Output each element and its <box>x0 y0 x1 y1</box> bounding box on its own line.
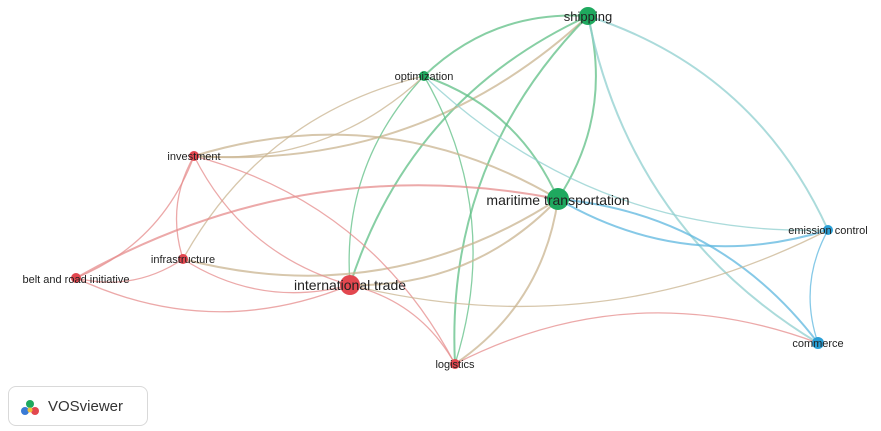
link-maritime-investment <box>193 133 559 200</box>
node-infrastructure[interactable] <box>178 254 188 264</box>
link-shipping-commerce <box>587 15 819 344</box>
link-shipping-emission <box>587 15 829 231</box>
node-label-maritime[interactable]: maritime transportation <box>486 192 629 208</box>
link-shipping-logistics <box>453 15 589 365</box>
node-label-commerce[interactable]: commerce <box>792 338 843 350</box>
link-emission-commerce <box>809 229 829 344</box>
link-bri-trade <box>75 277 351 313</box>
link-infrastructure-bri <box>75 258 184 283</box>
nodes-layer <box>71 7 833 369</box>
link-maritime-bri <box>75 184 559 279</box>
node-label-bri[interactable]: belt and road initiative <box>22 274 129 286</box>
link-maritime-logistics <box>454 198 559 365</box>
link-shipping-trade <box>349 15 589 286</box>
node-logistics[interactable] <box>450 359 460 369</box>
node-label-investment[interactable]: investment <box>167 151 220 163</box>
vosviewer-badge[interactable]: VOSviewer <box>8 386 148 426</box>
node-optimization[interactable] <box>419 71 429 81</box>
link-investment-bri <box>75 155 195 279</box>
link-shipping-investment <box>193 15 589 159</box>
node-label-trade[interactable]: international trade <box>294 277 406 293</box>
node-investment[interactable] <box>189 151 199 161</box>
link-maritime-infrastructure <box>182 198 559 277</box>
link-maritime-trade <box>349 198 559 287</box>
node-trade[interactable] <box>340 275 360 295</box>
node-shipping[interactable] <box>579 7 597 25</box>
link-shipping-optimization <box>423 14 589 77</box>
link-maritime-commerce <box>557 198 819 344</box>
link-logistics-commerce <box>454 312 819 365</box>
link-optimization-infrastructure <box>182 75 425 260</box>
link-optimization-trade <box>348 75 425 286</box>
link-optimization-emission <box>423 75 829 231</box>
node-commerce[interactable] <box>812 337 824 349</box>
links-layer <box>75 14 829 365</box>
link-optimization-maritime <box>423 75 559 200</box>
link-investment-logistics <box>193 155 456 365</box>
node-label-emission[interactable]: emission control <box>788 225 867 237</box>
link-trade-emission <box>349 229 829 308</box>
link-trade-logistics <box>349 284 456 365</box>
link-investment-infrastructure <box>175 155 195 260</box>
node-label-shipping[interactable]: shipping <box>564 9 612 24</box>
node-emission[interactable] <box>823 225 833 235</box>
vosviewer-logo-icon <box>21 400 39 415</box>
node-label-logistics[interactable]: logistics <box>435 359 475 371</box>
link-infrastructure-trade <box>182 258 351 294</box>
vosviewer-name: VOSviewer <box>48 397 124 415</box>
link-optimization-logistics <box>423 75 474 365</box>
link-optimization-investment <box>193 75 425 158</box>
node-label-infrastructure[interactable]: infrastructure <box>151 254 215 266</box>
labels-layer: shipping optimization maritime transportat… <box>22 9 867 371</box>
link-investment-trade <box>193 155 351 286</box>
node-bri[interactable] <box>71 273 81 283</box>
node-maritime[interactable] <box>547 188 569 210</box>
node-label-optimization[interactable]: optimization <box>395 71 454 83</box>
link-maritime-emission <box>557 198 829 248</box>
